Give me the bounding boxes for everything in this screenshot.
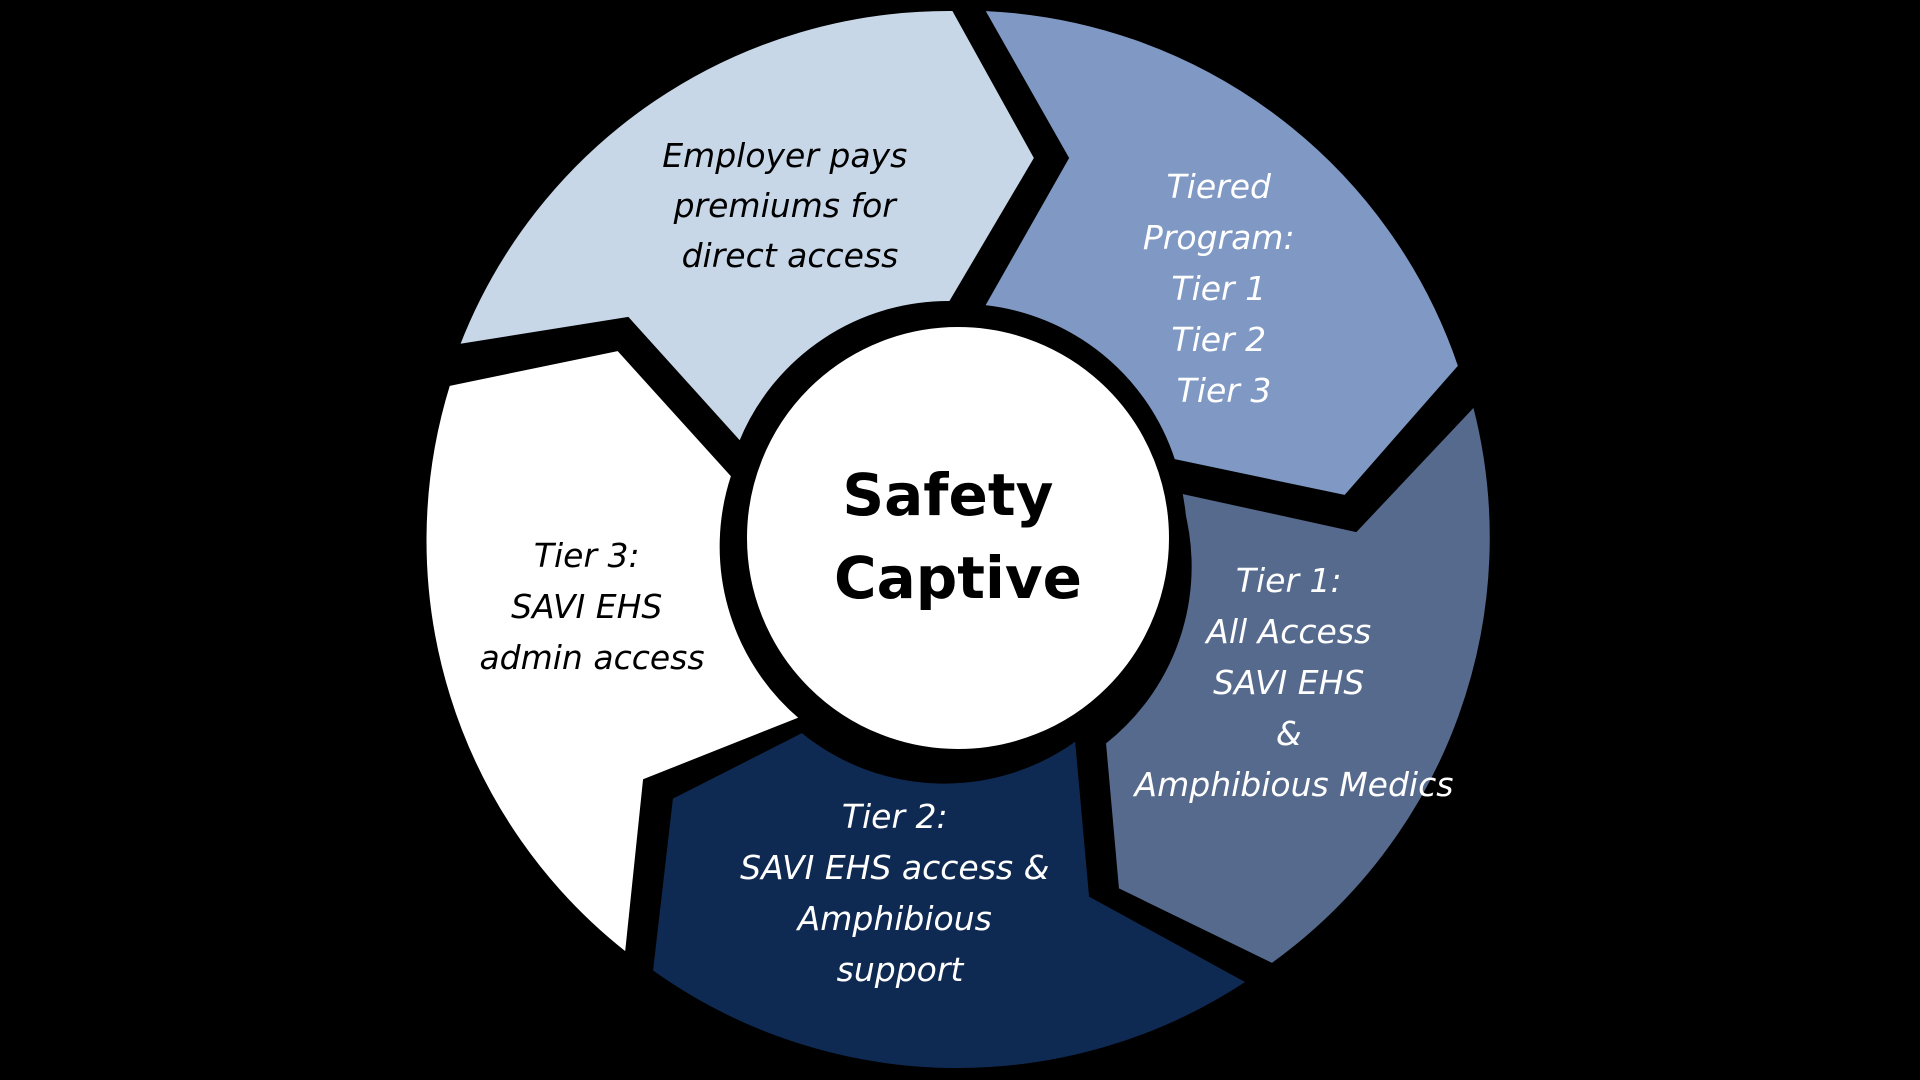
label-tiered-line-4: Tier 2 — [1171, 320, 1266, 359]
label-tiered-line-3: Tier 1 — [1171, 269, 1266, 308]
label-tiered-line-2: Program: — [1143, 218, 1295, 257]
label-tier3: Tier 3: SAVI EHS admin access — [479, 536, 704, 677]
center-circle — [729, 309, 1187, 767]
label-employer: Employer pays premiums for direct access — [662, 136, 918, 275]
label-tiered-line-5: Tier 3 — [1177, 371, 1272, 410]
segment-tier2 — [650, 730, 1249, 1070]
center-title: Safety Captive — [834, 461, 1082, 612]
label-tier1-line-4: & — [1276, 714, 1302, 753]
label-tier1-line-5: Amphibious Medics — [1133, 765, 1454, 804]
label-tier2: Tier 2: SAVI EHS access & Amphibious sup… — [740, 797, 1060, 989]
label-tier1-line-2: All Access — [1204, 612, 1371, 651]
label-tier2-line-2: SAVI EHS access & — [740, 848, 1049, 887]
label-tier3-line-3: admin access — [479, 638, 704, 677]
center-title-line-1: Safety — [842, 461, 1053, 529]
segment-tier1 — [1103, 403, 1492, 966]
label-tier2-line-3: Amphibious — [796, 899, 992, 938]
label-tiered-line-1: Tiered — [1167, 167, 1272, 206]
label-tier1-line-3: SAVI EHS — [1213, 663, 1364, 702]
label-tiered-program: Tiered Program: Tier 1 Tier 2 Tier 3 — [1143, 167, 1305, 410]
segment-tier3 — [424, 348, 802, 955]
segment-tiered-program — [982, 8, 1461, 498]
label-tier3-line-2: SAVI EHS — [511, 587, 662, 626]
label-employer-line-3: direct access — [682, 236, 899, 275]
label-employer-line-1: Employer pays — [662, 136, 907, 175]
center-title-line-2: Captive — [834, 544, 1082, 612]
label-tier2-line-4: support — [837, 950, 965, 989]
label-employer-line-2: premiums for — [673, 186, 899, 225]
label-tier3-line-1: Tier 3: — [534, 536, 640, 575]
label-tier1: Tier 1: All Access SAVI EHS & Amphibious… — [1133, 561, 1454, 804]
segment-employer — [457, 8, 1037, 444]
label-tier1-line-1: Tier 1: — [1236, 561, 1342, 600]
label-tier2-line-1: Tier 2: — [842, 797, 948, 836]
